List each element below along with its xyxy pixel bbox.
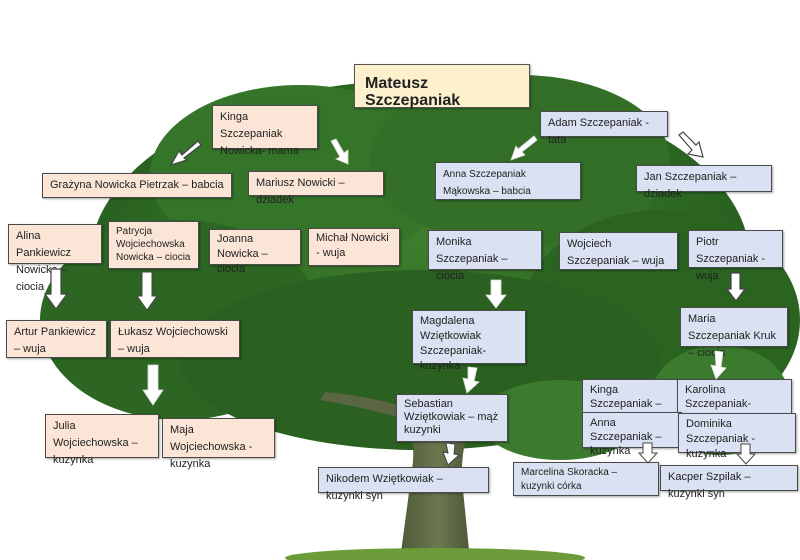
grandfather-mother-side-box: Mariusz Nowicki – dziadek — [248, 171, 384, 206]
cousin-kinga-box: Kinga Szczepaniak – kuzynka — [582, 379, 682, 424]
uncle-michal-box: Michał Nowicki - wuja — [308, 228, 400, 266]
white-arrow-icon — [485, 279, 507, 309]
cousin-daughter-marcelina-box: Marcelina Skoracka – kuzynki córka — [513, 462, 659, 496]
hollow-arrow-icon — [169, 140, 202, 167]
white-arrow-icon — [710, 350, 727, 380]
aunt-monika-box: Monika Szczepaniak – ciocia — [428, 230, 542, 282]
cousin-karolina-box: Karolina Szczepaniak- kuzynka — [677, 379, 792, 424]
cousin-son-nikodem-box: Nikodem Wziętkowiak – kuzynki syn — [318, 467, 489, 502]
hollow-arrow-icon — [678, 131, 704, 158]
uncle-lukasz-box: Łukasz Wojciechowski – wuja — [110, 320, 240, 358]
grandmother-mother-side-box: Grażyna Nowicka Pietrzak – babcia — [42, 173, 232, 198]
cousin-julia-box: Julia Wojciechowska – kuzynka — [45, 414, 159, 466]
white-arrow-icon — [142, 364, 164, 406]
white-arrow-icon — [510, 135, 538, 161]
cousin-husband-sebastian-box: Sebastian Wziętkowiak – mąż kuzynki — [396, 394, 508, 442]
cousin-magdalena-box: Magdalena Wziętkowiak Szczepaniak- kuzyn… — [412, 310, 526, 372]
mother-box: Kinga Szczepaniak Nowicka- mama — [212, 105, 318, 157]
uncle-artur-box: Artur Pankiewicz – wuja — [6, 320, 107, 358]
grandfather-father-side-box: Jan Szczepaniak – dziadek — [636, 165, 772, 200]
uncle-wojciech-box: Wojciech Szczepaniak – wuja — [559, 232, 678, 270]
uncle-piotr-box: Piotr Szczepaniak - wuja — [688, 230, 783, 282]
cousin-anna-box: Anna Szczepaniak – kuzynka — [582, 412, 682, 457]
grandmother-father-side-box: Anna Szczepaniak Mąkowska – babcia — [435, 162, 581, 200]
cousin-son-kacper-box: Kacper Szpilak – kuzynki syn — [660, 465, 798, 500]
aunt-maria-box: Maria Szczepaniak Kruk – ciocia — [680, 307, 788, 359]
hollow-arrow-icon — [442, 442, 460, 466]
aunt-patrycja-box: Patrycja Wojciechowska Nowicka – ciocia — [108, 221, 199, 269]
root-person-box: Mateusz Szczepaniak — [354, 64, 530, 109]
white-arrow-icon — [462, 366, 480, 394]
white-arrow-icon — [330, 138, 349, 165]
aunt-alina-box: Alina Pankiewicz Nowicka – ciocia — [8, 224, 102, 293]
grass — [285, 548, 585, 560]
hollow-arrow-icon — [44, 268, 68, 310]
cousin-dominika-box: Dominika Szczepaniak - kuzynka — [678, 413, 796, 460]
hollow-arrow-icon — [638, 442, 658, 464]
hollow-arrow-icon — [726, 272, 746, 302]
father-box: Adam Szczepaniak -tata — [540, 111, 668, 146]
aunt-joanna-box: Joanna Nowicka – ciocia — [209, 229, 301, 275]
cousin-maja-box: Maja Wojciechowska - kuzynka — [162, 418, 275, 470]
white-arrow-icon — [136, 271, 158, 311]
hollow-arrow-icon — [736, 443, 756, 465]
